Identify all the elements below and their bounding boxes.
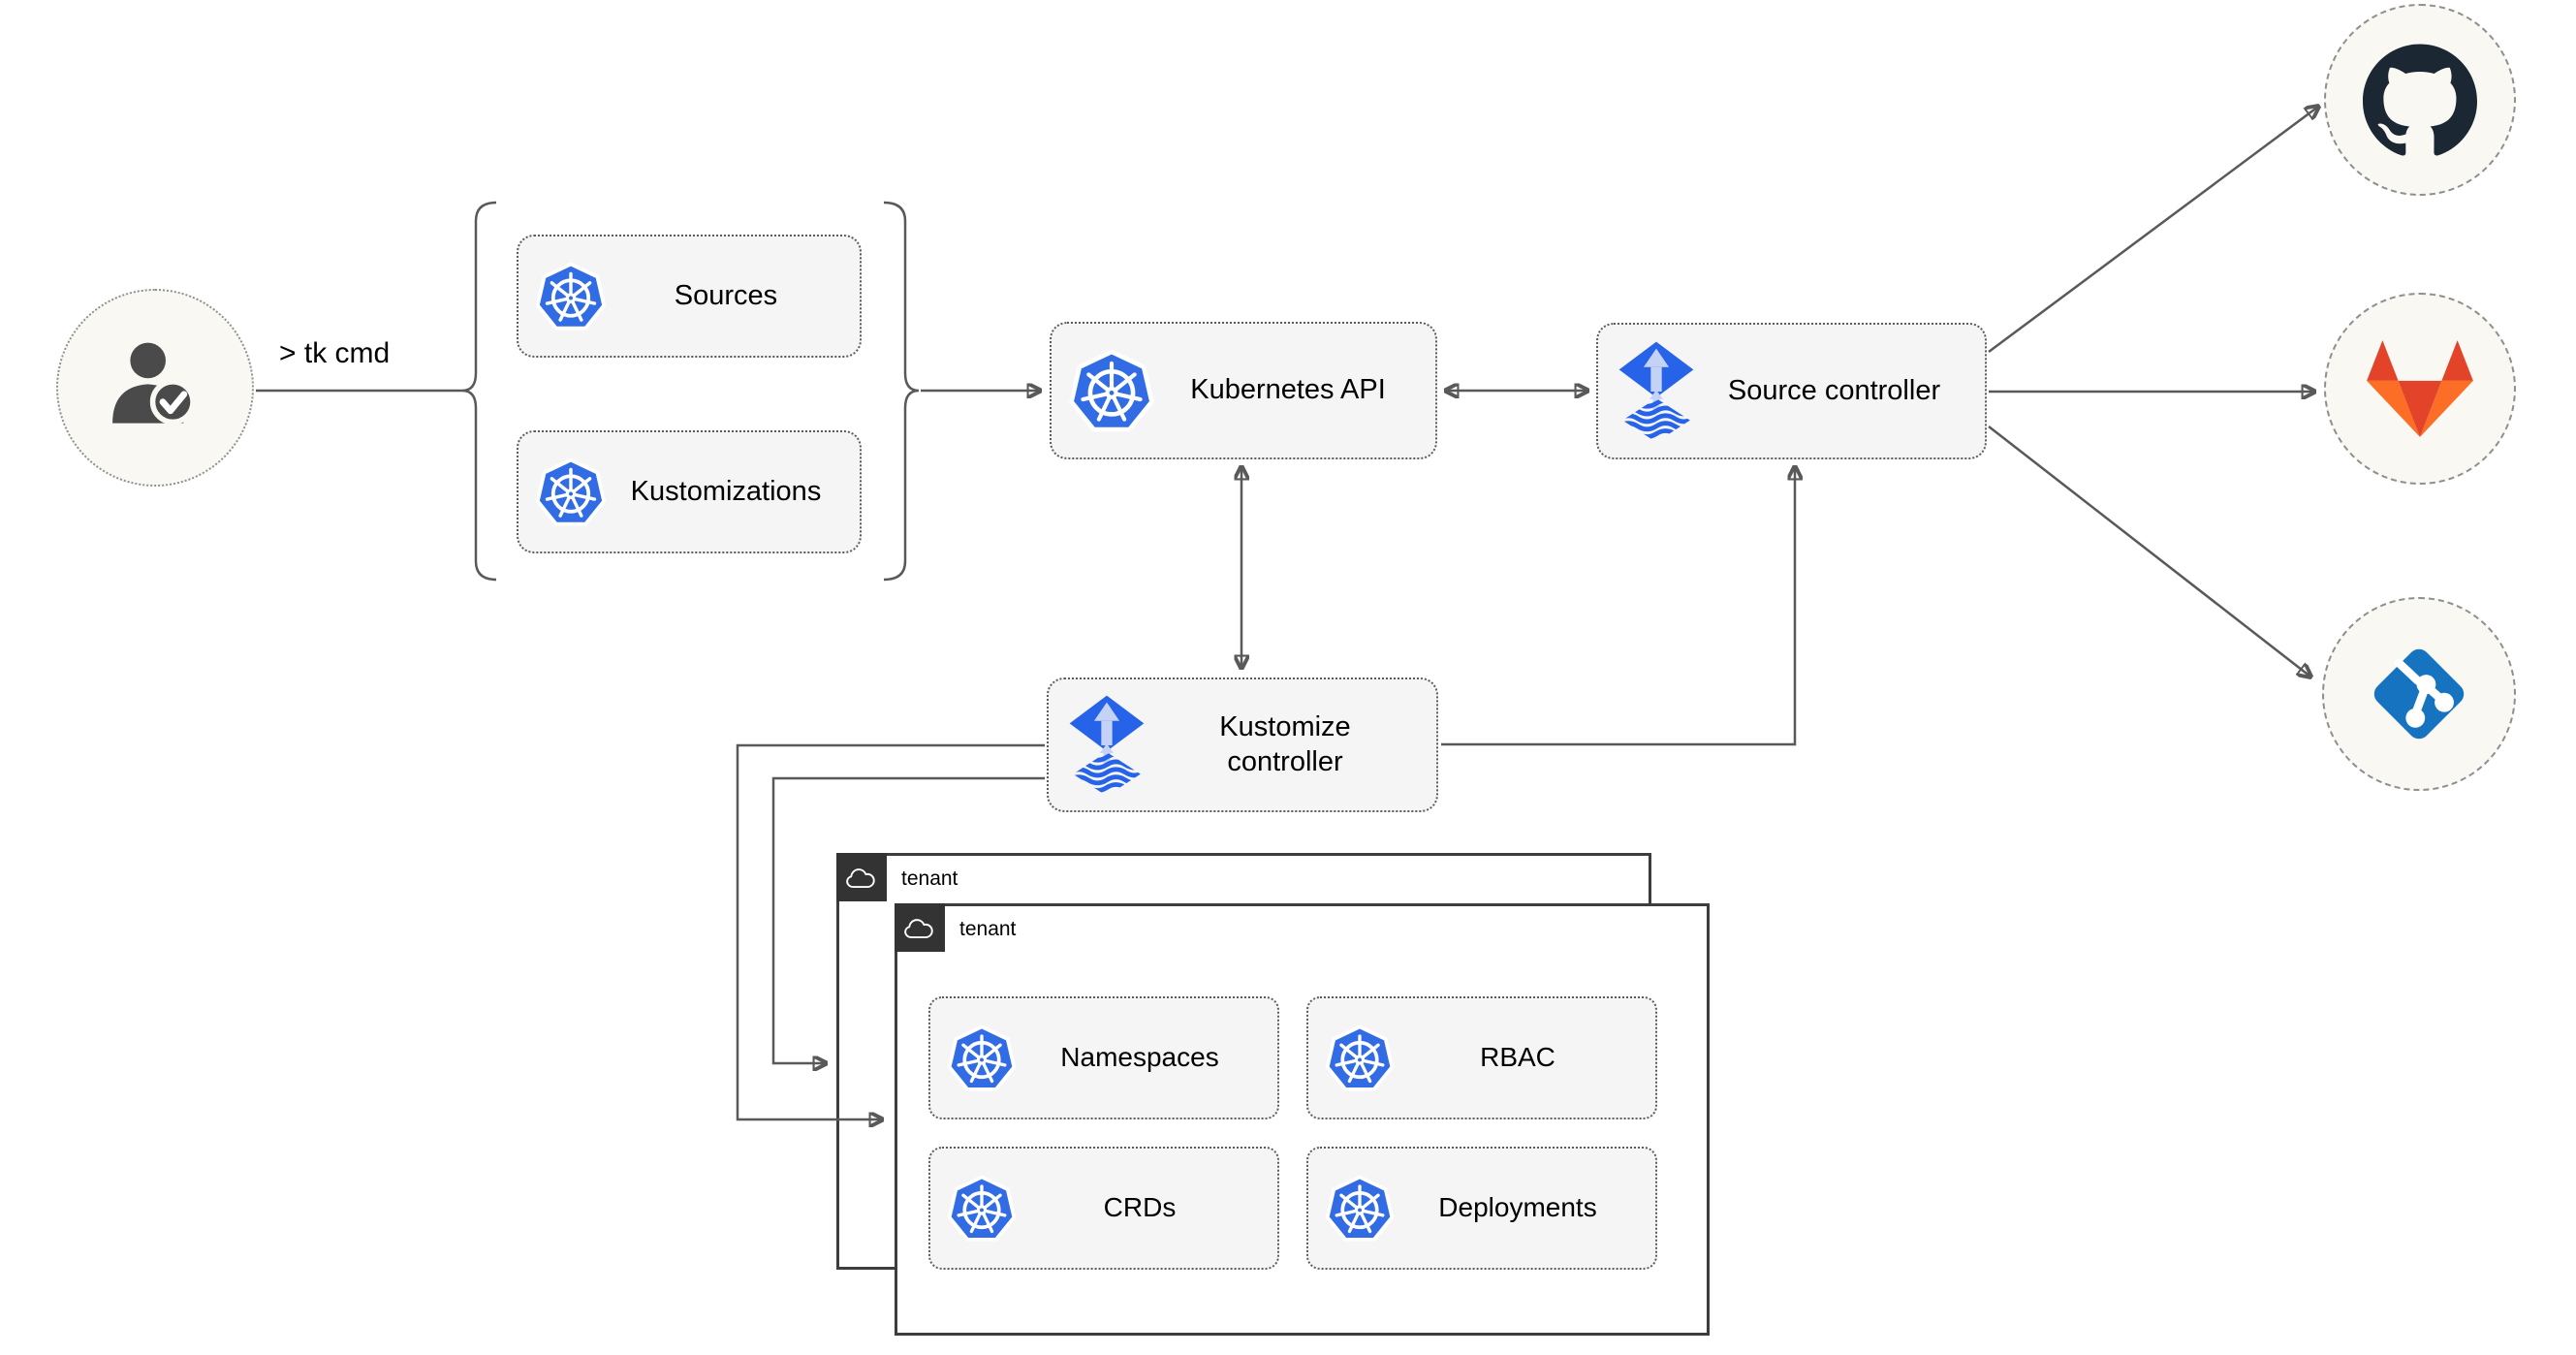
node-label: Kubernetes API <box>1190 374 1386 406</box>
edge-source-ctrl-to-github <box>1988 107 2318 354</box>
tenant-container-front: tenant <box>895 903 1710 1336</box>
node-label: Deployments <box>1438 1192 1597 1223</box>
cloud-icon <box>845 866 878 890</box>
kubernetes-icon <box>946 1170 1018 1247</box>
edge-source-ctrl-to-git <box>1988 425 2310 677</box>
node-rbac: RBAC <box>1306 996 1657 1119</box>
node-kustomizations: Kustomizations <box>517 430 862 553</box>
cli-command-label: > tk cmd <box>279 337 391 369</box>
user-check-icon <box>96 329 214 447</box>
node-kubernetes-api: Kubernetes API <box>1050 322 1437 459</box>
kubernetes-icon <box>534 258 608 335</box>
tenant-tab <box>895 903 945 952</box>
node-label: Kustomize controller <box>1219 711 1351 777</box>
node-sources: Sources <box>517 235 862 358</box>
tenant-label: tenant <box>901 867 958 890</box>
kubernetes-icon <box>534 454 608 531</box>
node-label: CRDs <box>1103 1192 1177 1223</box>
gitlab-icon <box>2361 334 2479 443</box>
repo-git <box>2322 597 2516 791</box>
group-brace-right <box>883 201 920 582</box>
node-label: Source controller <box>1727 374 1941 406</box>
node-label: Kustomizations <box>630 475 822 507</box>
kubernetes-icon <box>946 1020 1018 1097</box>
group-brace-left <box>461 201 497 582</box>
node-namespaces: Namespaces <box>928 996 1279 1119</box>
edge-kustomize-to-source-ctrl <box>1441 467 1795 746</box>
node-kustomize-controller: Kustomize controller <box>1047 678 1438 812</box>
github-icon <box>2363 43 2477 157</box>
kubernetes-icon <box>1324 1170 1396 1247</box>
tenant-tab <box>836 853 887 901</box>
tenant-label: tenant <box>959 918 1017 940</box>
node-crds: CRDs <box>928 1147 1279 1270</box>
kubernetes-icon <box>1067 344 1156 438</box>
user-avatar <box>56 289 254 487</box>
node-deployments: Deployments <box>1306 1147 1657 1270</box>
repo-github <box>2324 4 2516 196</box>
kubernetes-icon <box>1324 1020 1396 1097</box>
flux-icon <box>1064 693 1149 798</box>
repo-gitlab <box>2324 293 2516 485</box>
node-label: Namespaces <box>1060 1042 1219 1073</box>
node-source-controller: Source controller <box>1596 323 1987 459</box>
git-icon <box>2359 634 2479 754</box>
node-label: Sources <box>674 279 778 311</box>
cloud-icon <box>903 916 936 940</box>
node-label: RBAC <box>1480 1042 1555 1073</box>
flux-icon <box>1614 339 1699 444</box>
